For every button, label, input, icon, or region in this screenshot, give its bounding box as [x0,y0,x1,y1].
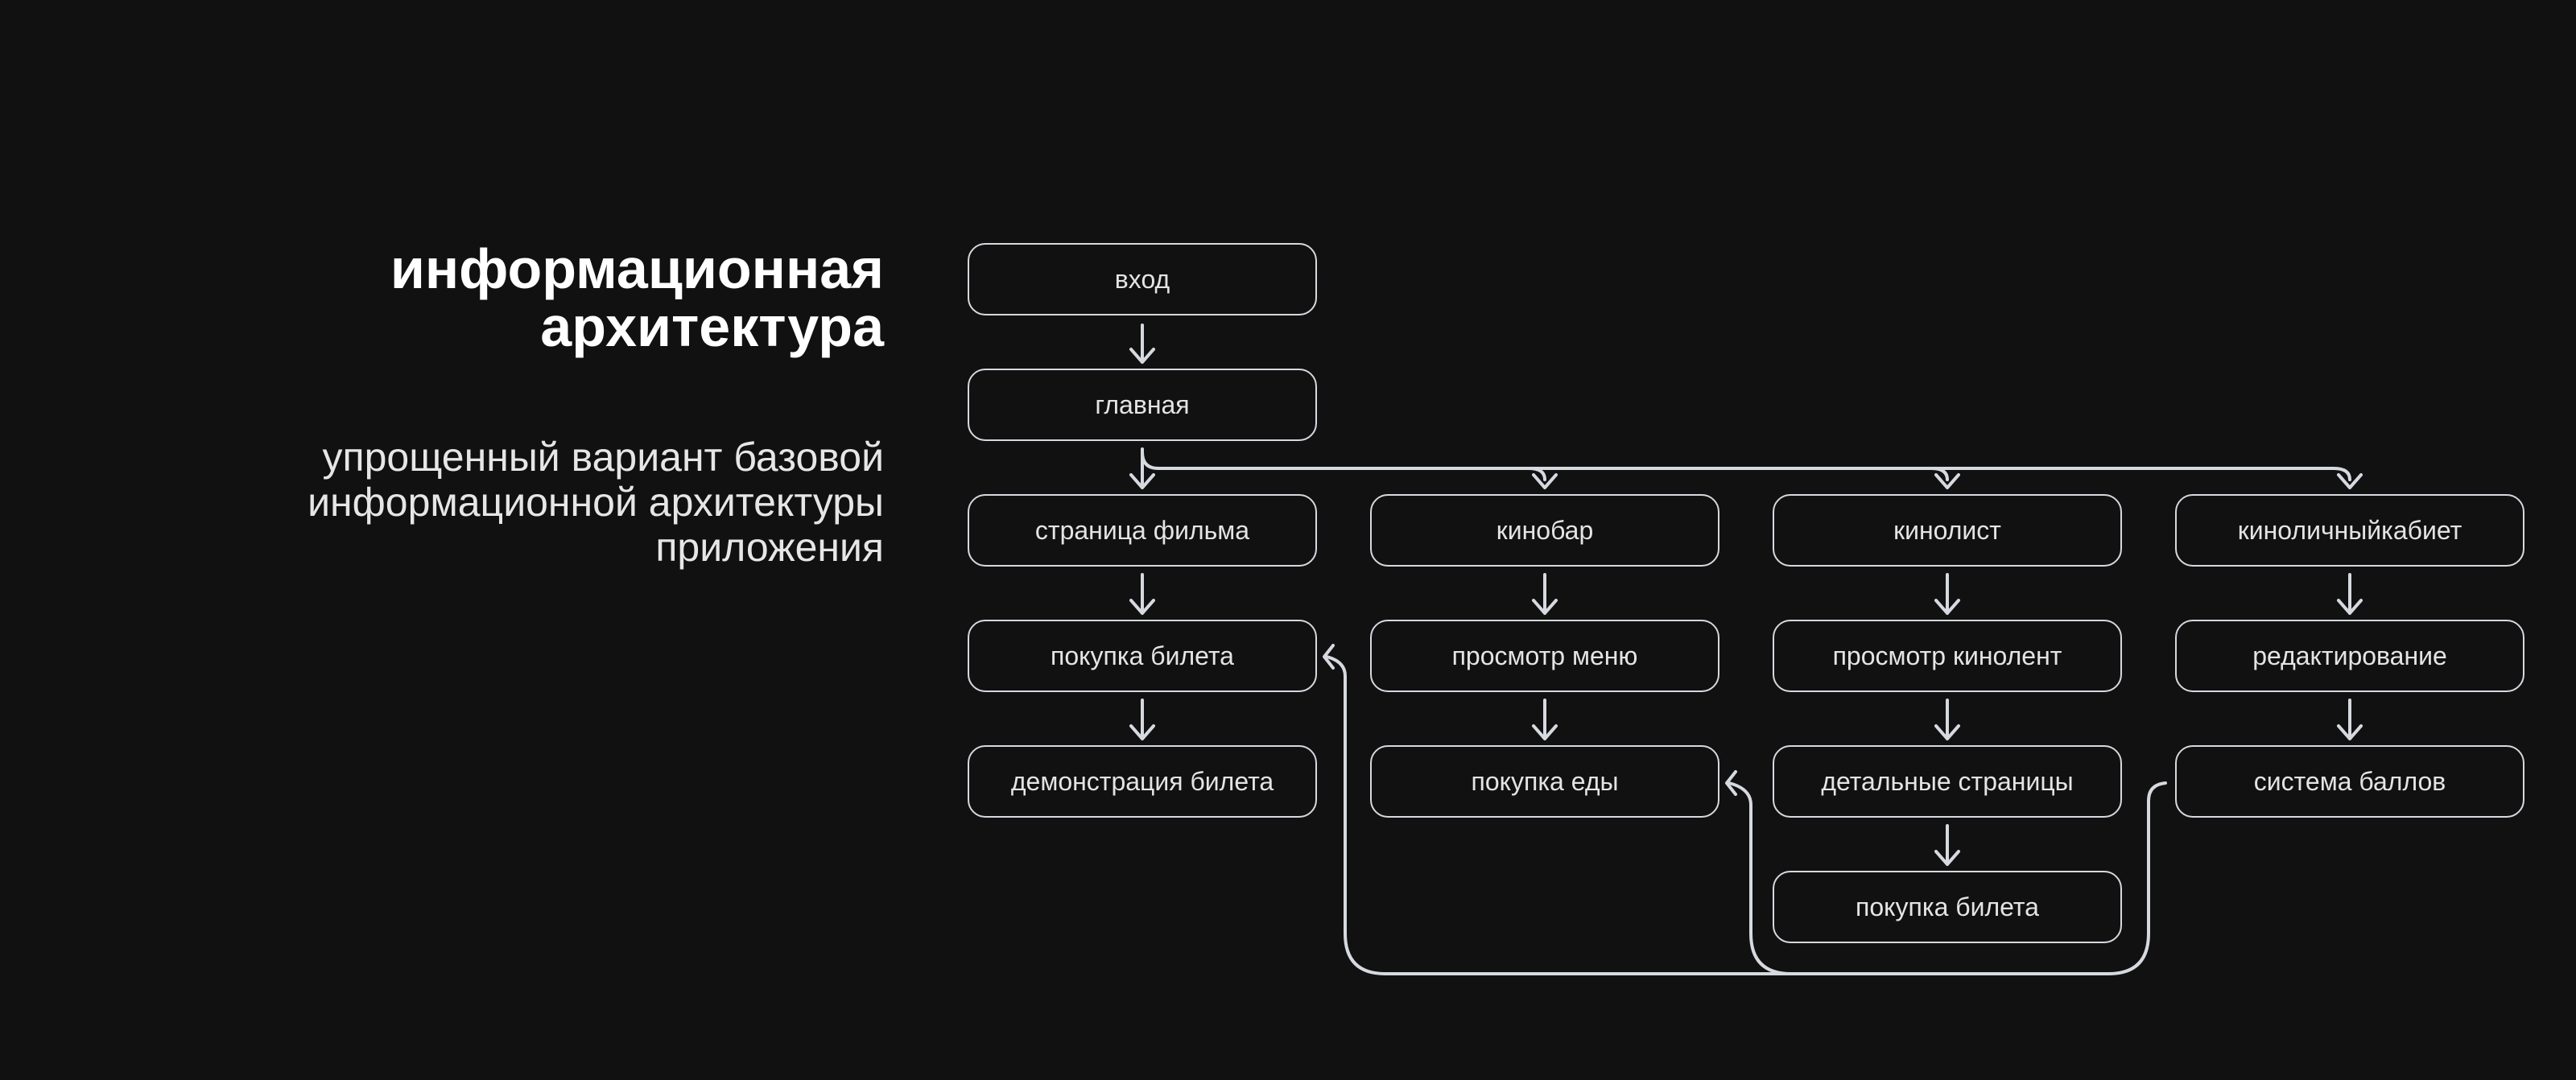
node-label: покупка еды [1471,766,1619,796]
node-feed-view: просмотр кинолент [1773,620,2122,692]
node-label: главная [1095,390,1190,419]
title-line: архитектура [540,295,884,358]
node-label: просмотр кинолент [1832,641,2062,670]
node-label: кинобар [1496,515,1594,545]
node-home: главная [968,369,1317,441]
node-film-page: страница фильма [968,494,1317,567]
arrow-login-home [1129,324,1155,364]
node-label: демонстрация билета [1010,766,1274,796]
arrowhead-ticket [1323,644,1335,670]
page-title: информационная архитектура [390,240,884,356]
node-food-purchase: покупка еды [1370,745,1719,818]
title-line: информационная [390,237,884,300]
node-label: редактирование [2252,641,2447,670]
arrow-detail-ticket [1934,824,1960,866]
node-kinobar: кинобар [1370,494,1719,567]
node-label: киноличныйкабиет [2237,515,2462,545]
node-detail-pages: детальные страницы [1773,745,2122,818]
arrow-kinobar-menu [1532,573,1558,615]
node-login: вход [968,243,1317,315]
subtitle-line: упрощенный вариант базовой [322,435,884,480]
node-editing: редактирование [2175,620,2524,692]
node-ticket-purchase: покупка билета [968,620,1317,692]
arrowhead-food [1725,770,1737,796]
subtitle-line: приложения [655,525,884,570]
subtitle-line: информационной архитектуры [308,480,884,525]
page-subtitle: упрощенный вариант базовой информационно… [308,435,884,570]
node-ticket-purchase-2: покупка билета [1773,871,2122,943]
node-points-system: система баллов [2175,745,2524,818]
node-menu-view: просмотр меню [1370,620,1719,692]
arrow-cabinet-edit [2337,573,2363,615]
loop-connector [1323,644,2167,975]
branch-connector [1141,451,2363,489]
arrow-ticket-display [1129,699,1155,740]
arrow-feed-detail [1934,699,1960,740]
node-label: система баллов [2253,766,2446,796]
node-ticket-display: демонстрация билета [968,745,1317,818]
arrow-edit-points [2337,699,2363,740]
node-label: покупка билета [1856,892,2039,921]
arrow-menu-food [1532,699,1558,740]
node-label: страница фильма [1034,515,1250,545]
node-label: кинолист [1893,515,2001,545]
arrow-film-ticket [1129,573,1155,615]
node-cabinet: киноличныйкабиет [2175,494,2524,567]
arrow-kinolist-feed [1934,573,1960,615]
node-label: покупка билета [1051,641,1234,670]
node-kinolist: кинолист [1773,494,2122,567]
node-label: детальные страницы [1821,766,2074,796]
down-arrows [1129,324,2363,866]
node-label: вход [1114,264,1170,294]
node-label: просмотр меню [1451,641,1638,670]
